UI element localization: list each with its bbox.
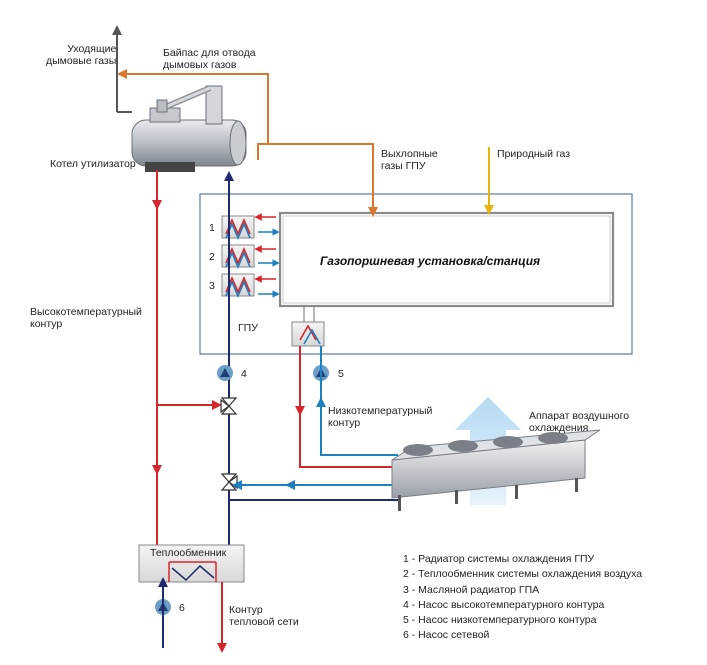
exhaust-label: Выхлопные газы ГПУ bbox=[381, 148, 438, 172]
heat-exchanger-2 bbox=[221, 244, 255, 270]
legend-item: 4 - Насос высокотемпературного контура bbox=[403, 598, 605, 611]
station-frame bbox=[199, 193, 633, 355]
heat-network-label: Контур тепловой сети bbox=[229, 604, 299, 628]
engine-block bbox=[278, 211, 615, 308]
heat-exchanger-1 bbox=[221, 215, 255, 241]
boiler-image bbox=[131, 85, 247, 172]
boiler-label: Котел утилизатор bbox=[50, 158, 136, 170]
number-3: 3 bbox=[209, 280, 215, 292]
legend-item: 6 - Насос сетевой bbox=[403, 629, 490, 642]
gpu-label: ГПУ bbox=[238, 322, 258, 334]
number-6: 6 bbox=[179, 602, 185, 614]
legend: 1 - Радиатор системы охлаждения ГПУ 2 - … bbox=[403, 552, 642, 644]
bypass-label: Байпас для отвода дымовых газов bbox=[163, 47, 256, 71]
natural-gas-label: Природный газ bbox=[497, 148, 571, 160]
lt-loop-line-blue bbox=[320, 346, 398, 456]
number-2: 2 bbox=[209, 251, 215, 263]
hx-connection-arrows bbox=[254, 213, 280, 298]
three-way-valve-icon bbox=[220, 473, 238, 491]
air-cooler-label: Аппарат воздушного охлаждения bbox=[529, 410, 630, 434]
pump-4-icon bbox=[217, 365, 233, 381]
heat-exchanger-network bbox=[138, 544, 245, 583]
legend-item: 3 - Масляной радиатор ГПА bbox=[403, 583, 540, 596]
heat-exchanger-label: Теплообменник bbox=[150, 547, 227, 559]
number-5: 5 bbox=[338, 368, 344, 380]
lt-loop-label: Низкотемпературный контур bbox=[328, 405, 433, 429]
ht-loop-label: Высокотемпературный контур bbox=[30, 306, 142, 330]
number-4: 4 bbox=[241, 368, 247, 380]
heat-exchanger-lt bbox=[291, 306, 325, 347]
legend-item: 5 - Насос низкотемпературного контура bbox=[403, 614, 597, 627]
station-title: Газопоршневая установка/станция bbox=[320, 254, 541, 268]
flue-gas-label: Уходящие дымовые газы bbox=[46, 43, 117, 67]
air-cooler-image bbox=[391, 429, 601, 511]
three-way-valve-icon bbox=[220, 397, 238, 415]
heat-exchanger-3 bbox=[221, 273, 255, 299]
legend-item: 1 - Радиатор системы охлаждения ГПУ bbox=[403, 553, 595, 565]
number-1: 1 bbox=[209, 222, 215, 234]
legend-item: 2 - Теплообменник системы охлаждения воз… bbox=[403, 568, 643, 581]
lt-loop-line-red bbox=[299, 346, 398, 468]
